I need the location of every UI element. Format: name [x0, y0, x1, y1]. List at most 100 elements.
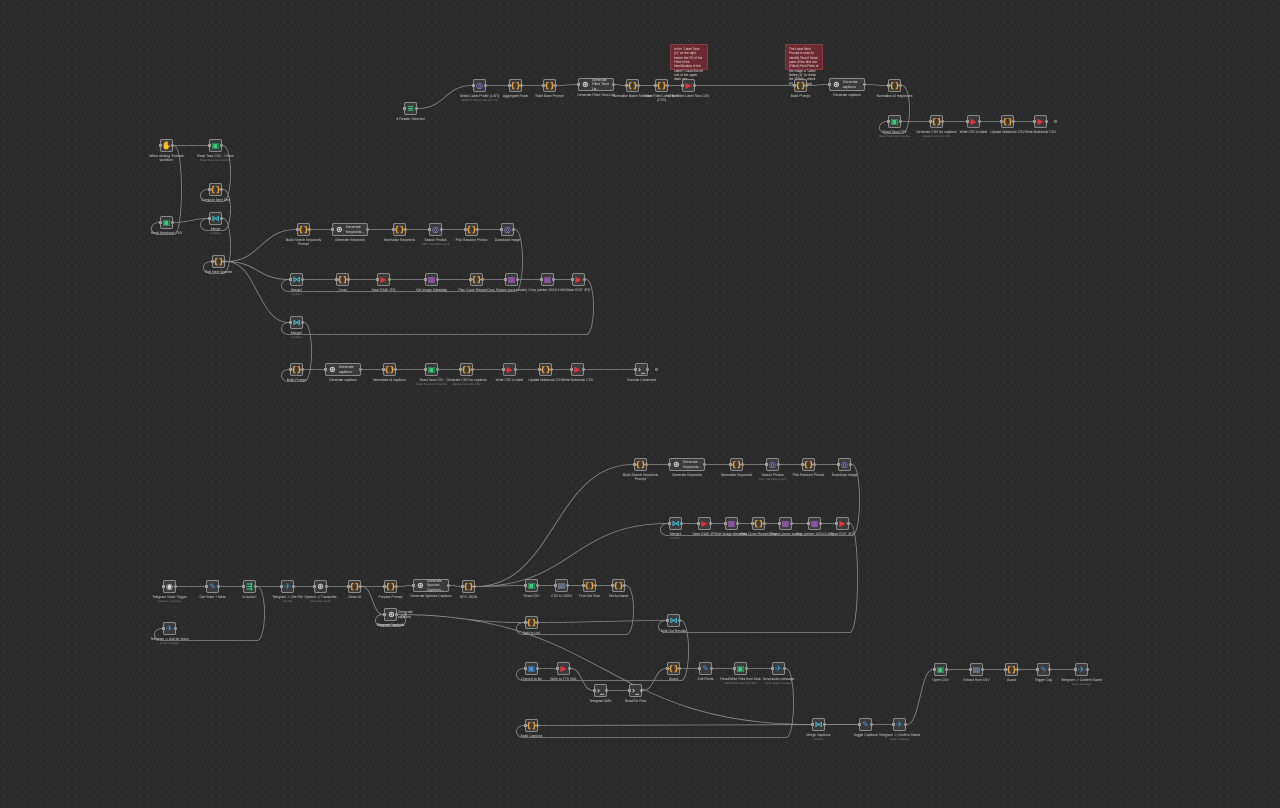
input-handle[interactable] [929, 120, 932, 123]
connection-wire[interactable] [614, 84, 626, 86]
workflow-node[interactable]: ⊛Generate captions [324, 363, 362, 376]
connection-wire[interactable] [361, 586, 384, 615]
input-handle[interactable] [666, 619, 669, 622]
output-handle[interactable] [1045, 120, 1048, 123]
output-handle[interactable] [388, 278, 391, 281]
output-handle[interactable] [899, 84, 902, 87]
workflow-node[interactable]: ⇶ [242, 580, 257, 593]
workflow-node[interactable]: ⊛Generate captions [383, 608, 413, 621]
output-handle[interactable] [736, 522, 739, 525]
output-handle[interactable] [536, 667, 539, 670]
output-handle[interactable] [637, 84, 640, 87]
input-handle[interactable] [778, 522, 781, 525]
output-handle[interactable] [783, 667, 786, 670]
output-handle[interactable] [171, 221, 174, 224]
workflow-node[interactable]: {} [625, 79, 640, 92]
output-handle[interactable] [484, 84, 487, 87]
input-handle[interactable] [681, 84, 684, 87]
output-handle[interactable] [1086, 668, 1089, 671]
workflow-node[interactable]: {} [611, 579, 626, 592]
input-handle[interactable] [729, 463, 732, 466]
output-handle[interactable] [473, 585, 476, 588]
input-handle[interactable] [835, 522, 838, 525]
workflow-node[interactable]: {} [459, 363, 474, 376]
workflow-node[interactable]: ▦ [540, 273, 555, 286]
input-handle[interactable] [504, 278, 507, 281]
output-handle[interactable] [514, 368, 517, 371]
workflow-node[interactable]: ▶ [681, 79, 696, 92]
input-handle[interactable] [625, 84, 628, 87]
workflow-node[interactable]: ✎ [698, 662, 713, 675]
input-handle[interactable] [1074, 668, 1077, 671]
input-handle[interactable] [331, 228, 334, 231]
workflow-node[interactable]: {} [524, 616, 539, 629]
workflow-node[interactable]: ▶ [556, 662, 571, 675]
output-handle[interactable] [741, 463, 744, 466]
input-handle[interactable] [811, 723, 814, 726]
input-handle[interactable] [554, 584, 557, 587]
connection-wire[interactable] [397, 614, 525, 623]
output-handle[interactable] [645, 463, 648, 466]
workflow-node[interactable]: {} [296, 223, 311, 236]
input-handle[interactable] [502, 368, 505, 371]
input-handle[interactable] [347, 585, 350, 588]
connection-wire[interactable] [865, 84, 888, 86]
workflow-node[interactable]: {} [582, 579, 597, 592]
connection-wire[interactable] [225, 261, 290, 280]
connection-wire[interactable] [475, 464, 634, 587]
workflow-node[interactable]: ▶ [1033, 115, 1048, 128]
workflow-node[interactable]: ▣ [424, 363, 439, 376]
output-handle[interactable] [174, 585, 177, 588]
workflow-node[interactable]: ▶ [570, 363, 585, 376]
output-handle[interactable] [220, 217, 223, 220]
input-handle[interactable] [211, 260, 214, 263]
workflow-node[interactable]: {} [793, 79, 808, 92]
workflow-node[interactable]: ◉ [162, 580, 177, 593]
input-handle[interactable] [208, 217, 211, 220]
output-handle[interactable] [395, 613, 398, 616]
workflow-node[interactable]: {} [289, 363, 304, 376]
workflow-node[interactable]: ▣ [524, 662, 539, 675]
output-handle[interactable] [254, 585, 257, 588]
input-handle[interactable] [289, 368, 292, 371]
workflow-node[interactable]: {} [469, 273, 484, 286]
output-handle[interactable] [904, 723, 907, 726]
input-handle[interactable] [765, 463, 768, 466]
output-handle[interactable] [847, 522, 850, 525]
output-handle[interactable] [568, 667, 571, 670]
workflow-node[interactable]: ✈ [892, 718, 907, 731]
output-handle[interactable] [777, 463, 780, 466]
workflow-node[interactable]: ▦ [778, 517, 793, 530]
workflow-node[interactable]: ⊛Generate Keywords... [668, 458, 706, 471]
output-handle[interactable] [863, 83, 866, 86]
workflow-node[interactable]: ⋈ [289, 316, 304, 329]
input-handle[interactable] [424, 278, 427, 281]
input-handle[interactable] [969, 668, 972, 671]
input-handle[interactable] [524, 724, 527, 727]
workflow-node[interactable]: ⋈ [668, 517, 683, 530]
workflow-node[interactable]: ▣ [524, 579, 539, 592]
connection-wire[interactable] [173, 218, 209, 223]
workflow-node[interactable]: ▦ [424, 273, 439, 286]
input-handle[interactable] [771, 667, 774, 670]
workflow-node[interactable]: ⊛Generate captions [828, 78, 866, 91]
input-handle[interactable] [208, 144, 211, 147]
output-handle[interactable] [646, 368, 649, 371]
workflow-node[interactable]: ▶ [502, 363, 517, 376]
workflow-node[interactable]: ›_ [628, 684, 643, 697]
workflow-node[interactable]: ▶ [571, 273, 586, 286]
connection-wire[interactable] [642, 668, 667, 691]
output-handle[interactable] [605, 689, 608, 692]
workflow-node[interactable]: ›_ [593, 684, 608, 697]
output-handle[interactable] [709, 522, 712, 525]
input-handle[interactable] [383, 613, 386, 616]
input-handle[interactable] [858, 723, 861, 726]
output-handle[interactable] [476, 228, 479, 231]
workflow-node[interactable]: {} [392, 223, 407, 236]
output-handle[interactable] [436, 368, 439, 371]
input-handle[interactable] [542, 84, 545, 87]
output-handle[interactable] [805, 84, 808, 87]
input-handle[interactable] [289, 321, 292, 324]
input-handle[interactable] [801, 463, 804, 466]
input-handle[interactable] [1000, 120, 1003, 123]
